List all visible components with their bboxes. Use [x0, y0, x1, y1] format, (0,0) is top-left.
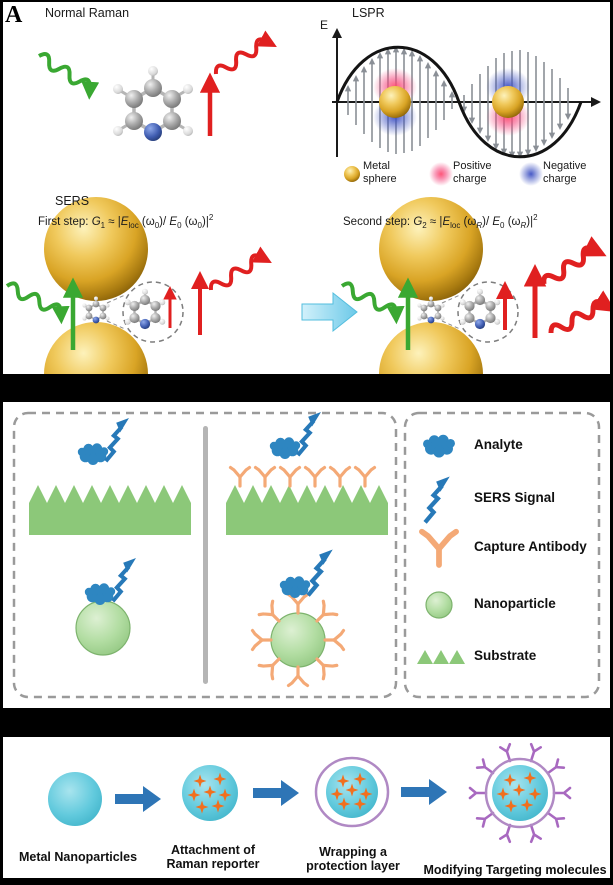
sers-signal-bolt: [298, 412, 321, 455]
magnifier-dashed-circle: [122, 281, 184, 343]
sers-signal-bolt: [106, 418, 129, 461]
analyte-blob: [269, 437, 301, 459]
panel-a-graphics: [5, 28, 610, 374]
flow-arrow-2: [253, 780, 299, 806]
legend-line: Negative: [543, 160, 587, 172]
raman-reporter-nanoparticle: [182, 765, 238, 821]
analyte-blob-icon: [423, 434, 455, 458]
step-label-line: Wrapping a: [319, 845, 387, 859]
panel-label-a: A: [5, 2, 23, 28]
sers-signal-bolt-icon: [425, 477, 450, 523]
step-label-line: Attachment of: [170, 843, 256, 857]
positive-charge-icon: [429, 162, 453, 186]
legend-label-nanoparticle: Nanoparticle: [474, 596, 556, 611]
panel-b-assay-formats: Analyte SERS Signal Capture Antibody Nan…: [3, 402, 610, 708]
substrate-zigzag: [226, 485, 388, 535]
second-step-formula: Second step: G2 ≈ |Eloc (ωR)/ E0 (ωR)|2: [343, 213, 538, 231]
legend-label-substrate: Substrate: [474, 648, 537, 663]
lspr-field-wave: [335, 45, 583, 159]
lspr-gold-nanosphere-right: [486, 68, 530, 136]
legend-line: Metal: [363, 160, 390, 172]
sers-signal-bolt: [308, 550, 333, 596]
panel-a-sers-mechanism: A Normal Raman LSPR E Metal sphere Posit…: [3, 2, 610, 374]
step-label-line: Metal Nanoparticles: [18, 850, 138, 864]
step-label-targeting-molecules: Modifying Targeting molecules: [415, 863, 613, 877]
lspr-legend-negative-charge: Negative charge: [543, 160, 586, 186]
panel-b-graphics: [12, 402, 601, 699]
sers-signal-bolt: [113, 558, 136, 601]
sers-dimer-first-step: [5, 197, 272, 374]
legend-label-capture-antibody: Capture Antibody: [474, 539, 587, 554]
legend-line: Positive: [453, 160, 492, 172]
capture-antibodies-on-substrate: [228, 465, 377, 488]
step-label-line: Raman reporter: [166, 857, 260, 871]
analyte-blob: [77, 443, 109, 465]
e-field-axis-label: E: [320, 18, 329, 32]
substrate-zigzag-icon: [417, 650, 465, 664]
metal-sphere-icon: [344, 166, 360, 182]
flow-arrow-3: [401, 779, 447, 805]
metal-nanoparticle-circle: [48, 772, 102, 826]
legend-line: sphere: [363, 173, 397, 185]
step-label-line: protection layer: [306, 859, 400, 873]
lspr-gold-nanosphere-left: [373, 68, 417, 136]
legend-label-analyte: Analyte: [474, 437, 523, 452]
substrate-zigzag: [29, 485, 191, 535]
nanoparticle-circle-icon: [425, 591, 453, 619]
lspr-title: LSPR: [352, 6, 385, 20]
quadrant-divider: [203, 426, 208, 684]
negative-charge-icon: [519, 162, 543, 186]
protection-layer-ring: [484, 757, 556, 829]
enhancement-step-arrow: [301, 291, 358, 333]
assay-formats-dashed-box: [12, 411, 398, 699]
lspr-legend-metal-sphere: Metal sphere: [363, 160, 397, 186]
step-label-metal-nanoparticles: Metal Nanoparticles: [3, 850, 153, 864]
magnifier-dashed-circle: [457, 281, 519, 343]
legend-dashed-box: [403, 411, 601, 699]
capture-antibody-icon: [422, 532, 456, 565]
scattered-photon-red-wavy-arrow: [213, 30, 277, 75]
step-label-line: Modifying Targeting molecules: [423, 863, 607, 877]
legend-label-sers-signal: SERS Signal: [474, 490, 556, 505]
sers-title: SERS: [55, 194, 90, 208]
protected-nanoparticle: [314, 756, 390, 828]
panel-c-functionalization-flow: Metal Nanoparticles Attachment of Raman …: [3, 737, 610, 878]
nanoparticle-circle: [75, 600, 131, 656]
step-label-raman-reporter: Attachment of Raman reporter: [141, 843, 285, 871]
targeted-nanoparticle: [468, 742, 572, 844]
pyridine-molecule: [113, 66, 193, 141]
protection-layer-ring: [314, 756, 390, 828]
first-step-formula: First step: G1 ≈ |Eloc (ω0)/ E0 (ω0)|2: [38, 213, 214, 231]
step-label-protection-layer: Wrapping a protection layer: [283, 845, 423, 873]
legend-line: charge: [543, 173, 577, 185]
lspr-legend-positive-charge: Positive charge: [453, 160, 492, 186]
flow-arrow-1: [115, 786, 161, 812]
normal-raman-title: Normal Raman: [45, 6, 130, 20]
legend-line: charge: [453, 173, 487, 185]
panel-c-graphics: [48, 742, 572, 844]
incident-photon-green-wavy-arrow: [38, 52, 100, 100]
sers-dimer-second-step: [340, 197, 610, 374]
